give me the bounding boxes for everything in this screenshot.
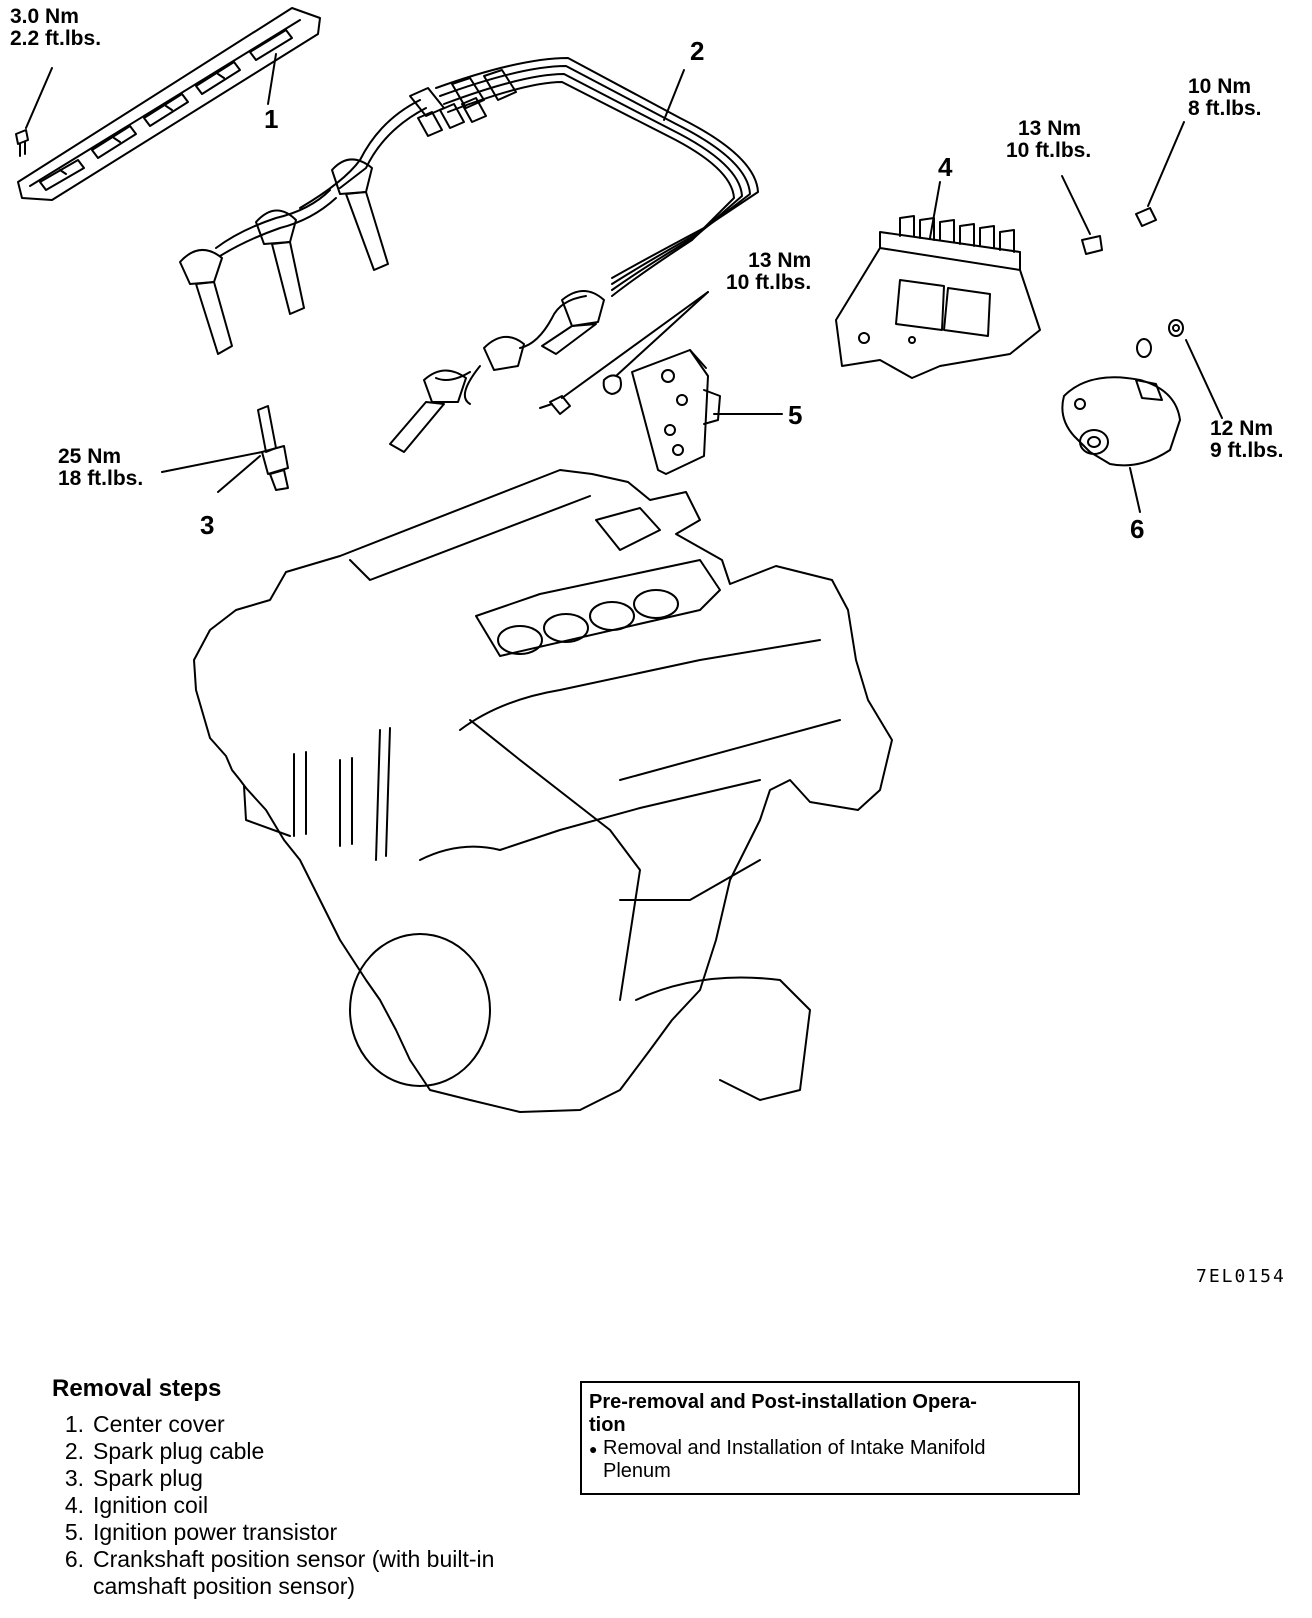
- callout-6: 6: [1130, 514, 1145, 544]
- callout-2: 2: [690, 36, 705, 66]
- leader-line-t3: [161, 451, 263, 473]
- figure-code: 7EL0154: [1196, 1266, 1286, 1287]
- torque-label-spark-plug: 25 Nm 18 ft.lbs.: [58, 446, 143, 490]
- torque-ftlbs: 9 ft.lbs.: [1210, 439, 1284, 462]
- step-text: Ignition power transistor: [93, 1519, 338, 1545]
- operation-item-line-1: Removal and Installation of Intake Manif…: [603, 1437, 986, 1459]
- torque-nm: 12 Nm: [1210, 417, 1274, 440]
- step-number: 5.: [64, 1519, 84, 1545]
- center-cover-bolt: [15, 129, 29, 157]
- center-cover-part: [17, 7, 321, 201]
- list-item: 6. Crankshaft position sensor (with built…: [52, 1546, 612, 1573]
- step-text: Spark plug cable: [93, 1438, 265, 1464]
- torque-ftlbs: 10 ft.lbs.: [1006, 139, 1092, 162]
- callout-5: 5: [788, 400, 803, 430]
- torque-ftlbs: 18 ft.lbs.: [58, 467, 144, 490]
- operation-title-line-2: tion: [589, 1414, 626, 1436]
- leader-line-4: [929, 181, 941, 239]
- torque-label-center-cover: 3.0 Nm 2.2 ft.lbs.: [10, 6, 101, 50]
- sensor-washer: [1136, 319, 1184, 358]
- torque-label-sensor: 12 Nm 9 ft.lbs.: [1210, 418, 1284, 462]
- leader-line-6: [1129, 467, 1141, 513]
- leader-line-t2a: [561, 291, 709, 399]
- list-item: 4. Ignition coil: [52, 1492, 612, 1519]
- leader-line-t2b: [615, 291, 709, 377]
- exploded-view-diagram: [15, 7, 1223, 1113]
- torque-nm: 13 Nm: [1018, 117, 1082, 140]
- step-number: [52, 1573, 84, 1600]
- step-text: Crankshaft position sensor (with built-i…: [93, 1546, 495, 1572]
- list-item: 1. Center cover: [52, 1411, 612, 1438]
- callout-3: 3: [200, 510, 215, 540]
- leader-line-t6: [1185, 339, 1223, 419]
- operation-box-title: Pre-removal and Post-installation Opera-…: [589, 1391, 1071, 1437]
- list-item: 3. Spark plug: [52, 1465, 612, 1492]
- torque-label-coil: 13 Nm 10 ft.lbs.: [1006, 118, 1091, 162]
- coil-bolt-2: [1135, 207, 1157, 227]
- list-item: 2. Spark plug cable: [52, 1438, 612, 1465]
- transistor-bolt: [539, 374, 622, 415]
- step-number: 6.: [64, 1546, 84, 1572]
- leader-line-2: [663, 69, 685, 121]
- step-number: 1.: [64, 1411, 84, 1437]
- torque-ftlbs: 8 ft.lbs.: [1188, 97, 1262, 120]
- operation-item-line-2: Plenum: [603, 1460, 671, 1482]
- torque-nm: 3.0 Nm: [10, 5, 79, 28]
- step-text: camshaft position sensor): [93, 1573, 356, 1599]
- callout-4: 4: [938, 152, 953, 182]
- torque-ftlbs: 2.2 ft.lbs.: [10, 27, 102, 50]
- step-text: Center cover: [93, 1411, 225, 1437]
- spark-plug-cable-part: [179, 57, 759, 453]
- removal-steps-list: 1. Center cover 2. Spark plug cable 3. Spar…: [52, 1411, 612, 1600]
- list-item: camshaft position sensor): [52, 1573, 612, 1600]
- leader-line-t1: [25, 67, 53, 129]
- removal-steps: Removal steps 1. Center cover 2. Spark plu…: [52, 1375, 612, 1600]
- operation-item-text: Removal and Installation of Intake Manif…: [603, 1437, 985, 1483]
- torque-nm: 13 Nm: [748, 249, 812, 272]
- list-item: 5. Ignition power transistor: [52, 1519, 612, 1546]
- crankshaft-sensor-part: [1061, 376, 1181, 467]
- torque-ftlbs: 10 ft.lbs.: [726, 271, 812, 294]
- removal-steps-heading: Removal steps: [52, 1375, 222, 1402]
- callout-1: 1: [264, 104, 279, 134]
- pre-removal-operation-box: Pre-removal and Post-installation Opera-…: [580, 1381, 1080, 1495]
- operation-item: ● Removal and Installation of Intake Man…: [589, 1437, 1071, 1483]
- spark-plug-part: [257, 405, 289, 491]
- step-text: Ignition coil: [93, 1492, 209, 1518]
- torque-nm: 10 Nm: [1188, 75, 1252, 98]
- step-number: 2.: [64, 1438, 84, 1464]
- bullet-icon: ●: [589, 1441, 598, 1457]
- engine-block-outline: [193, 469, 893, 1113]
- operation-title-line-1: Pre-removal and Post-installation Opera-: [589, 1391, 977, 1413]
- step-text: Spark plug: [93, 1465, 203, 1491]
- ignition-coil-part: [835, 215, 1041, 379]
- step-number: 4.: [64, 1492, 84, 1518]
- leader-line-t4: [1061, 175, 1091, 235]
- torque-label-coil-bolt: 10 Nm 8 ft.lbs.: [1188, 76, 1262, 120]
- torque-nm: 25 Nm: [58, 445, 122, 468]
- coil-bolt: [1081, 235, 1103, 255]
- leader-line-3: [217, 455, 261, 493]
- leader-line-1: [267, 53, 277, 105]
- torque-label-transistor: 13 Nm 10 ft.lbs.: [726, 250, 811, 294]
- leader-line-t5: [1147, 121, 1185, 207]
- step-number: 3.: [64, 1465, 84, 1491]
- ignition-power-transistor-part: [631, 349, 721, 475]
